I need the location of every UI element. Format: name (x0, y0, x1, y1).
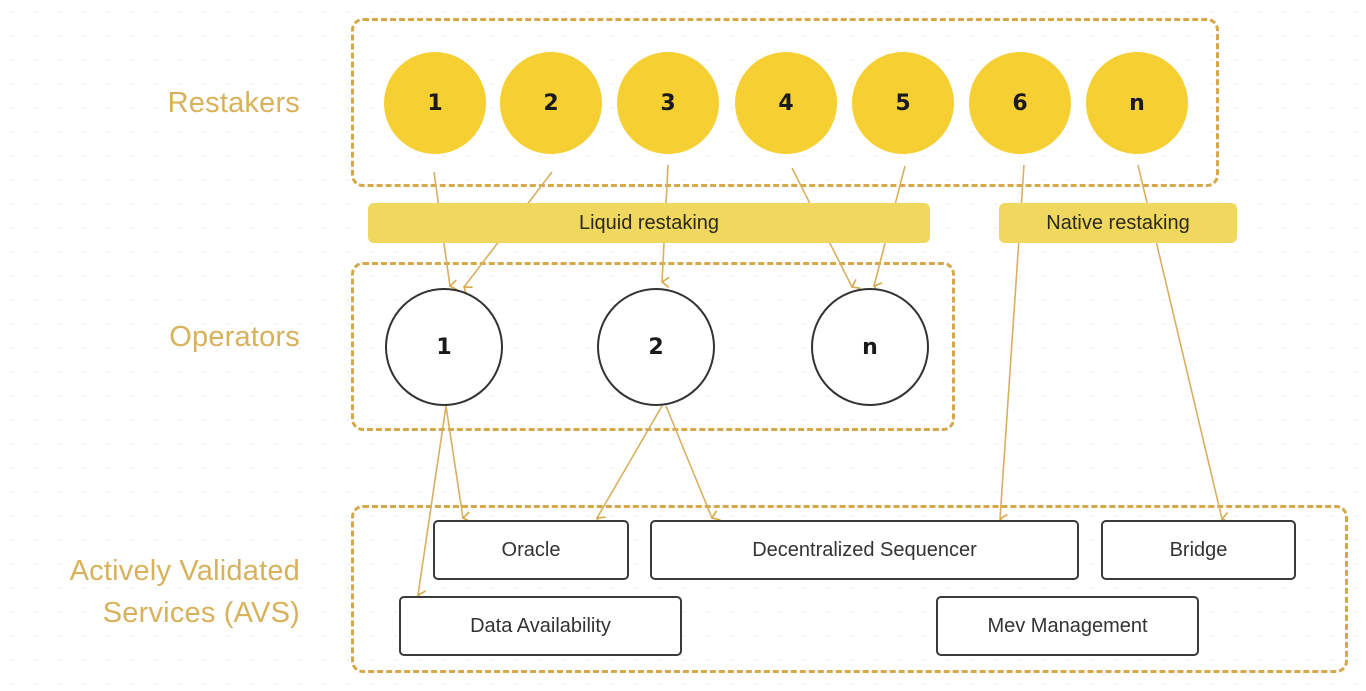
restakers-group (351, 18, 1219, 187)
restaker-node-n: n (1086, 52, 1188, 154)
restaker-node-1: 1 (384, 52, 486, 154)
row-label-avs: Actively Validated Services (AVS) (0, 550, 300, 634)
restaker-node-3: 3 (617, 52, 719, 154)
row-label-operators: Operators (169, 321, 300, 353)
operator-node-n: n (811, 288, 929, 406)
operator-node-2: 2 (597, 288, 715, 406)
row-label-avs-line1: Actively Validated (69, 555, 300, 587)
restaker-node-5: 5 (852, 52, 954, 154)
restaker-node-2: 2 (500, 52, 602, 154)
native-restaking-label: Native restaking (999, 203, 1237, 243)
operator-node-1: 1 (385, 288, 503, 406)
restaker-node-4: 4 (735, 52, 837, 154)
service-decentralized-sequencer: Decentralized Sequencer (650, 520, 1079, 580)
service-data-availability: Data Availability (399, 596, 682, 656)
liquid-restaking-label: Liquid restaking (368, 203, 930, 243)
service-bridge: Bridge (1101, 520, 1296, 580)
row-label-restakers: Restakers (167, 87, 300, 119)
restaker-node-6: 6 (969, 52, 1071, 154)
service-oracle: Oracle (433, 520, 629, 580)
service-mev-management: Mev Management (936, 596, 1199, 656)
row-label-avs-line2: Services (AVS) (102, 597, 300, 629)
avs-group (351, 505, 1348, 673)
